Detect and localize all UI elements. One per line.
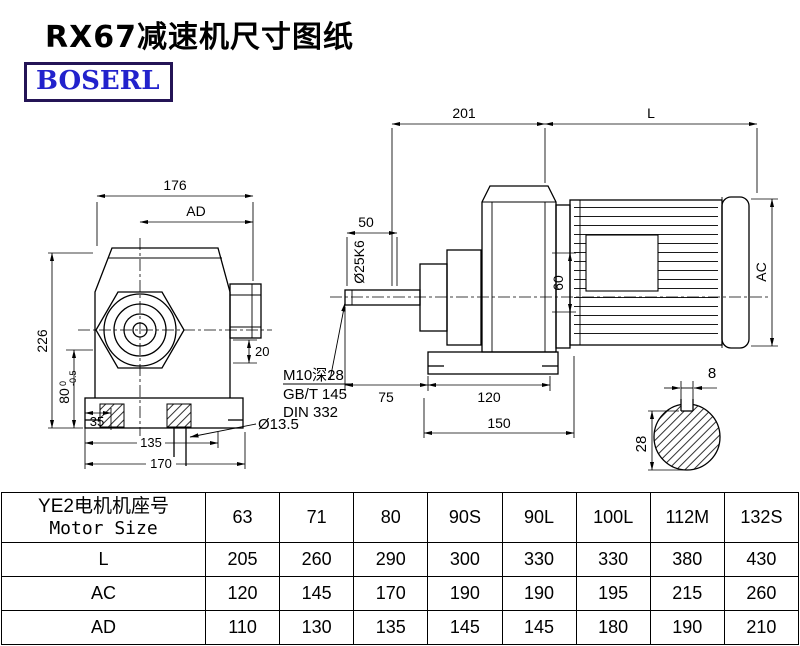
dim-20: 20 bbox=[255, 344, 269, 359]
value-cell: 190 bbox=[649, 610, 725, 645]
size-col-63: 63 bbox=[204, 492, 281, 543]
shaft-dia-label: Ø25K6 bbox=[351, 240, 367, 284]
value-cell: 180 bbox=[575, 610, 651, 645]
value-cell: 205 bbox=[204, 542, 281, 577]
dim-60: 60 bbox=[550, 275, 566, 291]
value-cell: 260 bbox=[723, 576, 800, 611]
value-cell: 380 bbox=[649, 542, 725, 577]
dim-226: 226 bbox=[34, 329, 50, 353]
dim-75: 75 bbox=[378, 389, 394, 405]
value-cell: 110 bbox=[204, 610, 281, 645]
value-cell: 145 bbox=[427, 610, 503, 645]
front-view bbox=[78, 238, 272, 466]
size-col-132s: 132S bbox=[723, 492, 800, 543]
shaft-section-circle bbox=[653, 403, 721, 471]
value-cell: 290 bbox=[353, 542, 429, 577]
dim-120: 120 bbox=[477, 389, 501, 405]
dim-80: 80 bbox=[56, 388, 72, 404]
standard-gbt-label: GB/T 145 bbox=[283, 386, 347, 403]
dim-l: L bbox=[647, 105, 655, 121]
dim-80-tol-lower: -0.5 bbox=[68, 370, 78, 386]
value-cell: 170 bbox=[353, 576, 429, 611]
value-cell: 330 bbox=[575, 542, 651, 577]
size-col-80: 80 bbox=[353, 492, 429, 543]
fan-cowl bbox=[721, 196, 750, 349]
size-col-71: 71 bbox=[279, 492, 355, 543]
dim-201: 201 bbox=[452, 105, 476, 121]
value-cell: 120 bbox=[204, 576, 281, 611]
standard-din-label: DIN 332 bbox=[283, 404, 338, 421]
dim-35: 35 bbox=[90, 414, 104, 429]
foot-hole-dia-label: Ø13.5 bbox=[258, 416, 299, 433]
value-cell: 430 bbox=[723, 542, 800, 577]
foot-section-hatch-left bbox=[99, 403, 125, 428]
table-row-AD: AD 110 130 135 145 145 180 190 210 bbox=[1, 610, 800, 645]
output-flange bbox=[229, 283, 262, 339]
table-row-AC: AC 120 145 170 190 190 195 215 260 bbox=[1, 576, 800, 611]
row-label-AD: AD bbox=[1, 610, 206, 645]
dim-170: 170 bbox=[150, 456, 172, 471]
motor-dimension-table: YE2电机机座号 Motor Size 63 71 80 90S 90L 100… bbox=[1, 492, 800, 645]
hex-cover bbox=[95, 291, 185, 369]
dim-176: 176 bbox=[163, 177, 187, 193]
motor-size-header-cell: YE2电机机座号 Motor Size bbox=[1, 492, 206, 543]
bearing-cover-step2 bbox=[446, 249, 482, 346]
section-dim-28: 28 bbox=[633, 436, 650, 453]
thread-label: M10深28 bbox=[283, 367, 344, 384]
dim-ad: AD bbox=[186, 203, 205, 219]
value-cell: 190 bbox=[501, 576, 577, 611]
shaft-section-view: 8 28 bbox=[633, 365, 721, 471]
table-row-L: L 205 260 290 300 330 330 380 430 bbox=[1, 542, 800, 577]
dim-80-tol-upper: 0 bbox=[58, 381, 68, 386]
dim-135: 135 bbox=[140, 435, 162, 450]
value-cell: 195 bbox=[575, 576, 651, 611]
dim-150: 150 bbox=[487, 415, 511, 431]
size-col-90s: 90S bbox=[427, 492, 503, 543]
row-label-L: L bbox=[1, 542, 206, 577]
value-cell: 145 bbox=[501, 610, 577, 645]
side-view bbox=[330, 185, 768, 375]
row-label-AC: AC bbox=[1, 576, 206, 611]
size-col-112m: 112M bbox=[649, 492, 725, 543]
cover-circle-1 bbox=[103, 293, 177, 367]
header-cn: YE2电机机座号 bbox=[38, 496, 169, 517]
value-cell: 260 bbox=[279, 542, 355, 577]
bearing-cover-step1 bbox=[419, 263, 448, 332]
size-col-90l: 90L bbox=[501, 492, 577, 543]
value-cell: 300 bbox=[427, 542, 503, 577]
input-shaft bbox=[344, 289, 421, 306]
header-en: Motor Size bbox=[49, 518, 158, 539]
side-view-dimensions: 201 L 50 Ø25K6 60 AC M10深28 GB/T 145 DIN… bbox=[283, 105, 778, 438]
value-cell: 215 bbox=[649, 576, 725, 611]
value-cell: 330 bbox=[501, 542, 577, 577]
value-cell: 135 bbox=[353, 610, 429, 645]
value-cell: 145 bbox=[279, 576, 355, 611]
value-cell: 210 bbox=[723, 610, 800, 645]
section-dim-8: 8 bbox=[708, 365, 716, 382]
value-cell: 190 bbox=[427, 576, 503, 611]
value-cell: 130 bbox=[279, 610, 355, 645]
dim-ac: AC bbox=[753, 262, 769, 281]
front-view-dimensions: 176 AD 226 80 0 -0.5 35 135 170 bbox=[34, 177, 299, 471]
boserl-logo: BOSERL bbox=[24, 62, 173, 102]
cover-circle-2 bbox=[113, 303, 167, 357]
size-col-100l: 100L bbox=[575, 492, 651, 543]
table-header-row: YE2电机机座号 Motor Size 63 71 80 90S 90L 100… bbox=[1, 492, 800, 543]
page-title: RX67减速机尺寸图纸 bbox=[45, 20, 354, 55]
dim-50: 50 bbox=[358, 214, 374, 230]
cover-circle-3 bbox=[123, 313, 157, 347]
foot-section-hatch-right bbox=[166, 403, 192, 428]
shaft-bore-circle bbox=[132, 322, 148, 338]
foot-base bbox=[427, 351, 559, 375]
motor-nameplate bbox=[585, 234, 659, 292]
